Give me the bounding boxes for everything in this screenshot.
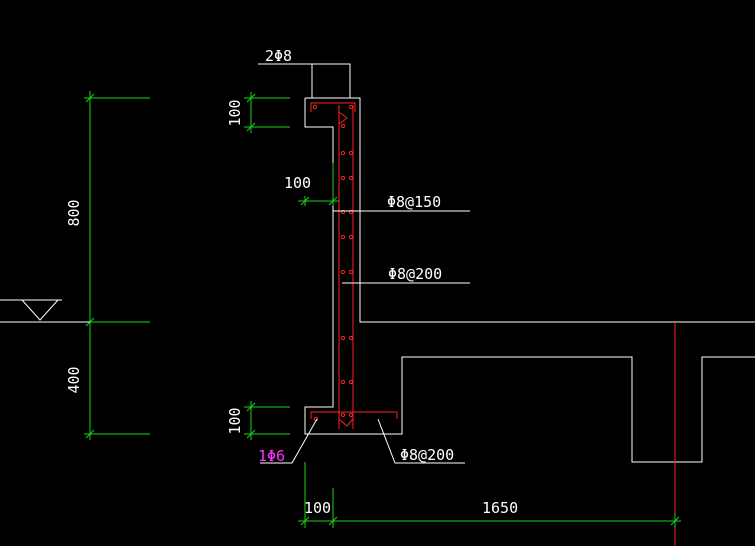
water-level-icon	[0, 299, 90, 323]
label-base-bars: Φ8@200	[400, 446, 454, 464]
wall-section-outline	[305, 97, 755, 323]
wall-left-face	[304, 98, 755, 463]
dim-text-bottom-lip: 100	[226, 407, 244, 434]
dim-tick	[328, 196, 338, 206]
rebar-dot	[348, 209, 354, 215]
rebar-dot	[348, 104, 354, 110]
dim-text-base-left: 100	[304, 499, 331, 517]
label-leaders	[258, 63, 470, 464]
leader-base-bars	[377, 418, 465, 464]
base-rebar-hook	[338, 418, 354, 427]
dim-tick	[670, 516, 680, 526]
rebar-dot	[340, 123, 346, 129]
dim-tick	[85, 93, 95, 103]
rebar-dot	[348, 379, 354, 385]
label-base-single-bar: 1Φ6	[258, 447, 285, 465]
leader-base-single	[260, 418, 318, 464]
rebar-dot	[348, 412, 354, 418]
rebar-dot	[340, 269, 346, 275]
dim-text-top-lip: 100	[226, 99, 244, 126]
dim-text-step-width: 100	[284, 174, 311, 192]
dim-tick	[300, 196, 310, 206]
rebar-dot	[340, 209, 346, 215]
dim-text-base-span: 1650	[482, 499, 518, 517]
dim-tick	[246, 122, 256, 132]
label-wall-bars-lower: Φ8@200	[388, 265, 442, 283]
dim-tick	[300, 516, 310, 526]
rebar-dot	[340, 412, 346, 418]
water-level-triangle	[21, 299, 59, 321]
dim-tick	[246, 402, 256, 412]
dim-tick	[246, 429, 256, 439]
dim-tick	[328, 516, 338, 526]
dim-text-lower-height: 400	[65, 366, 83, 393]
leader-top-bars	[258, 63, 351, 98]
rebar-dot	[348, 175, 354, 181]
rebar-dot	[348, 150, 354, 156]
concrete-outline	[304, 97, 755, 463]
label-wall-bars-upper: Φ8@150	[387, 193, 441, 211]
rebar-dot	[348, 335, 354, 341]
rebar-dot	[348, 234, 354, 240]
rebar-group	[310, 102, 676, 546]
drawing-labels: 2Φ8 Φ8@150 Φ8@200 1Φ6 Φ8@200 800 400 100…	[65, 47, 518, 517]
rebar-dot	[348, 269, 354, 275]
rebar-dot	[340, 175, 346, 181]
dim-tick	[85, 429, 95, 439]
wall-rebar-hook-inner	[338, 111, 348, 125]
rebar-dot	[340, 150, 346, 156]
dim-text-upper-height: 800	[65, 199, 83, 226]
rebar-dot	[340, 379, 346, 385]
dimension-lines	[84, 91, 681, 528]
rebar-dots	[312, 104, 354, 422]
rebar-dot	[340, 335, 346, 341]
label-top-bars: 2Φ8	[265, 47, 292, 65]
rebar-dot	[340, 234, 346, 240]
base-rebar	[310, 411, 398, 419]
top-rebar-hook	[310, 102, 356, 112]
rebar-dot	[312, 104, 318, 110]
dim-tick	[246, 93, 256, 103]
